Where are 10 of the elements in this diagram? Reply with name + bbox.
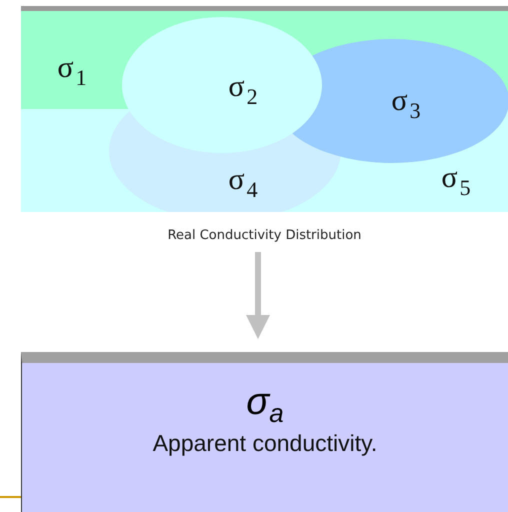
result-description: Apparent conductivity. — [152, 430, 378, 457]
conductivity-symbol: σ$_{4}$ — [228, 165, 258, 201]
conductivity-symbol: σ$_{3}$ — [391, 86, 421, 122]
arrow — [246, 252, 270, 339]
conductivity-symbol: σ$_{2}$ — [228, 72, 258, 108]
conductivity-symbol: σ$_{5}$ — [441, 163, 471, 199]
result-box — [21, 352, 508, 512]
apparent-conductivity-symbol: σ$_{a}$ — [246, 383, 284, 426]
panel-caption: Real Conductivity Distribution — [166, 228, 362, 243]
conductivity-symbol: σ$_{1}$ — [57, 53, 87, 89]
